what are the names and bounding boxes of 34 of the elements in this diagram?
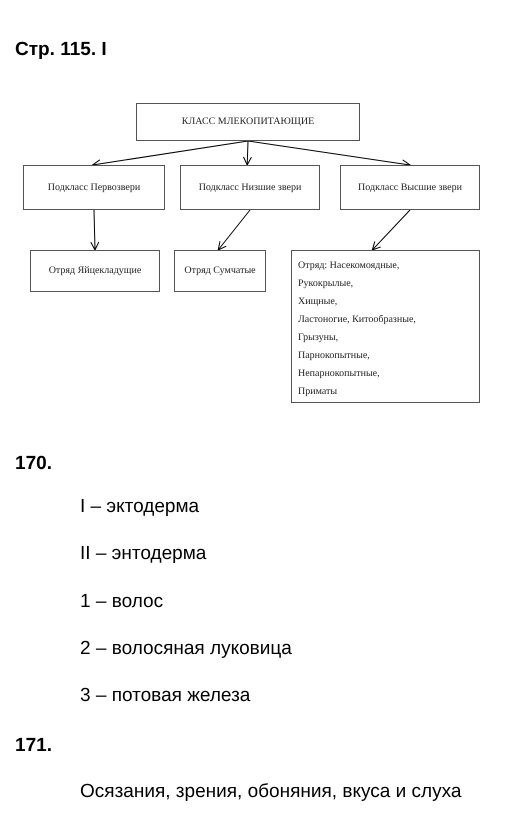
answer-text: 1 – волос [80, 590, 164, 614]
box-text: Ластоногие, Китообразные, [298, 313, 416, 327]
taxon-box [30, 250, 160, 292]
task-number: 170. [15, 452, 52, 476]
arrow [372, 210, 410, 250]
box-text: Приматы [298, 385, 338, 399]
box-text: Подкласс Высшие звери [358, 180, 462, 194]
box-text: Парнокопытные, [298, 349, 370, 363]
box-text: Отряд Сумчатые [184, 264, 256, 278]
box-text: Рукокрылые, [298, 277, 354, 291]
box-text: Подкласс Первозвери [48, 180, 140, 194]
answer-text: II – энтодерма [80, 542, 206, 566]
box-text: Грызуны, [298, 331, 338, 345]
answer-text: I – эктодерма [80, 495, 200, 519]
taxon-box [340, 165, 480, 210]
taxon-box [23, 165, 165, 210]
answer-text: 3 – потовая железа [80, 684, 250, 708]
taxon-box [136, 103, 360, 141]
arrow [218, 210, 250, 250]
box-text: Непарнокопытные, [298, 367, 380, 381]
task-number: 171. [15, 734, 52, 758]
page-heading: Стр. 115. I [15, 38, 107, 62]
arrow [90, 210, 100, 250]
taxon-box [180, 165, 320, 210]
box-text: Отряд: Насекомоядные, [298, 259, 400, 273]
answer-text: 2 – волосяная луковица [80, 637, 292, 661]
arrow [242, 140, 252, 166]
box-text: Подкласс Низшие звери [198, 180, 302, 194]
box-text: КЛАСС МЛЕКОПИТАЮЩИЕ [182, 115, 314, 129]
taxon-box [291, 250, 480, 403]
box-text: Хищные, [298, 295, 338, 309]
box-text: Отряд Яйцекладущие [48, 264, 142, 278]
answer-text: Осязания, зрения, обоняния, вкуса и слуха [80, 780, 462, 804]
taxon-box [174, 250, 266, 292]
